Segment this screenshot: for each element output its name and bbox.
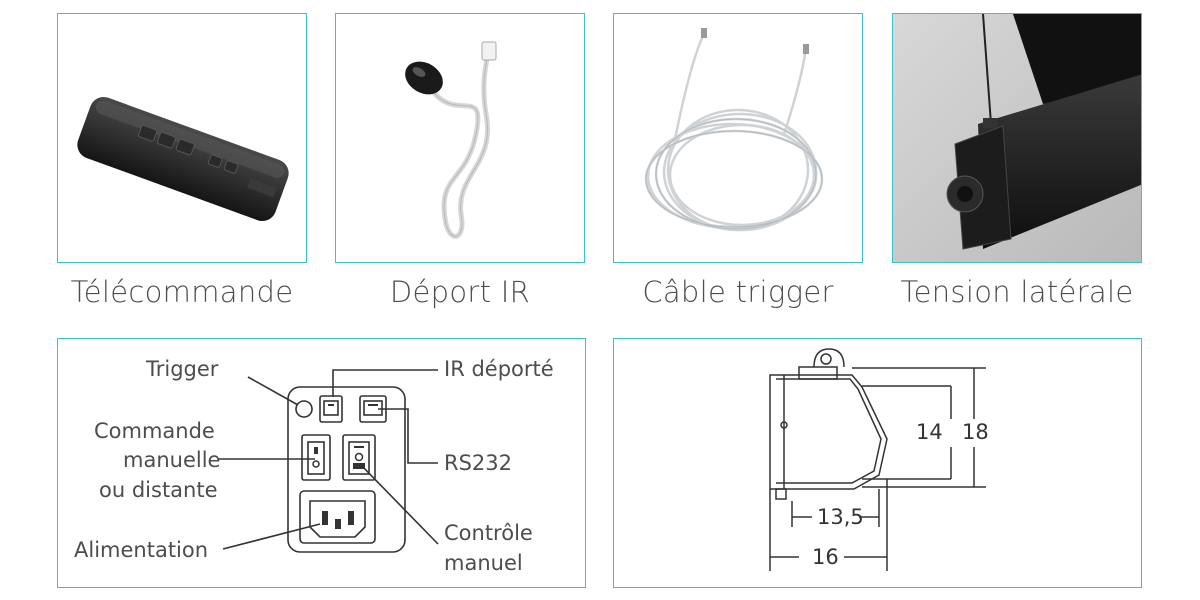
label-alimentation: Alimentation [74,538,209,562]
label-commande-2: manuelle [123,448,221,472]
product-caption-remote: Télécommande [70,275,294,309]
product-panel-remote [57,13,307,263]
product-panel-ir [335,13,585,263]
trigger-cable-coil-icon [644,28,824,232]
product-panel-trigger [613,13,863,263]
product-caption-trigger: Câble trigger [642,275,834,309]
label-commande-1: Commande [94,419,215,443]
product-caption-tension: Tension latérale [900,275,1134,309]
connector-diagram [218,369,439,553]
housing-profile-drawing: 14 18 13,5 16 [769,348,989,571]
dimension-panel: 14 18 13,5 16 [613,338,1142,588]
label-controle-2: manuel [444,551,523,575]
trigger-jack-icon [295,400,313,418]
label-commande-3: ou distante [99,478,218,502]
product-caption-ir: Déport IR [389,275,531,309]
label-trigger: Trigger [146,357,219,381]
remote-control-icon [77,96,289,222]
dim-outer-height: 18 [962,420,989,444]
side-tension-bracket-icon [893,14,1141,262]
dim-outer-depth: 16 [812,545,839,569]
label-rs232: RS232 [444,451,513,475]
connector-panel: Trigger IR déporté Commande manuelle ou … [57,338,586,588]
label-controle-1: Contrôle [444,521,533,545]
dim-inner-height: 14 [916,420,943,444]
dim-inner-depth: 13,5 [817,505,864,529]
ir-receiver-cable-icon [405,41,497,239]
product-panel-tension [892,13,1142,263]
label-ir-deporte: IR déporté [444,357,554,381]
